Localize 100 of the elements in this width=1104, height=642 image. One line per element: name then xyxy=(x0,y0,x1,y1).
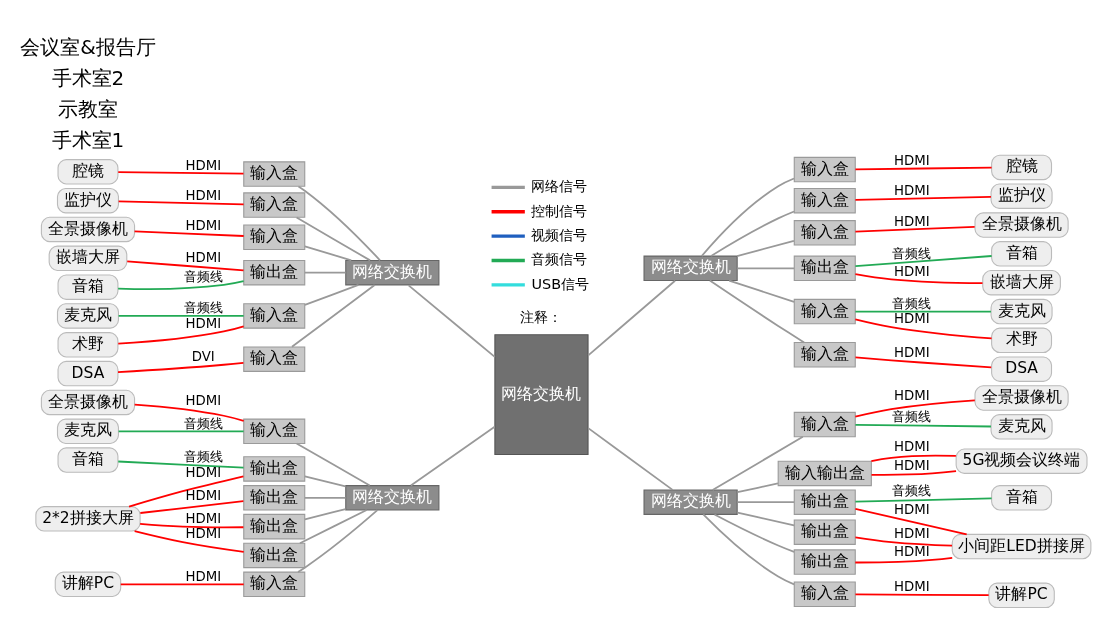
node-box: 输出盒 xyxy=(243,513,306,539)
node-box: 输入盒 xyxy=(243,345,306,372)
connector xyxy=(117,279,245,290)
node-box: 输入盒 xyxy=(793,581,856,607)
connector xyxy=(713,513,795,553)
edge-label: HDMI xyxy=(185,249,222,265)
connector xyxy=(870,454,957,462)
node-box: 输出盒 xyxy=(793,518,856,545)
connector xyxy=(854,272,984,284)
label: 手术室2 xyxy=(51,65,125,90)
node-box: 讲解PC xyxy=(54,571,122,597)
connector xyxy=(728,279,795,303)
node-box: 输出盒 xyxy=(243,542,306,568)
connector xyxy=(295,442,371,486)
edge-label: HDMI xyxy=(893,310,930,326)
connector xyxy=(854,556,954,563)
node-box: 网络交换机 xyxy=(643,488,738,515)
edge-label: HDMI xyxy=(185,464,222,480)
node-box: 全景摄像机 xyxy=(40,389,136,415)
connector xyxy=(870,469,957,476)
edge-label: 音频线 xyxy=(892,295,932,311)
connector xyxy=(117,429,245,432)
connector xyxy=(854,497,993,502)
node-box: 麦克风 xyxy=(990,413,1053,440)
edge-label: HDMI xyxy=(893,213,930,229)
label: 会议室&报告厅 xyxy=(20,34,156,59)
node-box: DSA xyxy=(991,355,1053,382)
node-box: 麦克风 xyxy=(990,298,1053,324)
node-box: 输入盒 xyxy=(243,191,306,218)
legend-label: USB信号 xyxy=(531,275,590,292)
node-box: 网络交换机 xyxy=(643,255,738,281)
edge-label: HDMI xyxy=(893,438,930,454)
connector xyxy=(117,460,245,468)
node-box: 输出盒 xyxy=(793,488,856,515)
node-box: 术野 xyxy=(991,327,1053,353)
label: 示教室 xyxy=(57,96,118,121)
node-box: 输出盒 xyxy=(793,548,856,575)
edge-label: 音频线 xyxy=(892,245,932,261)
edge-label: 音频线 xyxy=(892,408,932,424)
connector xyxy=(117,361,245,373)
connector xyxy=(736,482,779,493)
edge-label: 音频线 xyxy=(892,482,932,498)
node-box: 输出盒 xyxy=(243,484,306,511)
node-box: 腔镜 xyxy=(57,158,119,185)
edge-label: HDMI xyxy=(893,263,930,279)
connector xyxy=(854,195,992,201)
node-box: 输入盒 xyxy=(793,298,856,324)
edge-label: HDMI xyxy=(893,387,930,403)
connector xyxy=(304,271,347,274)
node-box: 全景摄像机 xyxy=(40,216,136,242)
connector xyxy=(710,210,795,257)
node-box: 输入输出盒 xyxy=(777,460,872,486)
connector xyxy=(304,283,360,306)
edge-label: HDMI xyxy=(185,487,222,503)
node-box: 嵌墙大屏 xyxy=(48,245,128,271)
node-box: 输入盒 xyxy=(793,156,856,182)
node-box: 麦克风 xyxy=(56,418,120,444)
connector xyxy=(410,425,496,486)
node-box: 输出盒 xyxy=(793,255,856,281)
connector xyxy=(854,225,976,232)
node-box: 音箱 xyxy=(991,240,1053,267)
connector xyxy=(854,166,993,170)
connector xyxy=(736,266,795,269)
connector xyxy=(117,199,245,205)
connector xyxy=(711,435,804,491)
connector xyxy=(304,507,347,520)
connector xyxy=(117,324,245,345)
connector xyxy=(736,239,795,257)
edge-label: 音频线 xyxy=(183,415,223,430)
edge-label: HDMI xyxy=(893,501,930,517)
connector xyxy=(702,513,795,585)
edge-label: HDMI xyxy=(893,543,930,559)
node-box: 麦克风 xyxy=(56,302,120,329)
node-box: 5G视频会议终端 xyxy=(955,447,1088,474)
connector xyxy=(117,170,245,175)
edge-label: HDMI xyxy=(893,457,930,473)
node-box: 腔镜 xyxy=(991,154,1053,180)
node-box: 监护仪 xyxy=(56,187,120,213)
node-box: 2*2拼接大屏 xyxy=(35,505,141,532)
edge-label: HDMI xyxy=(185,392,222,408)
connector xyxy=(128,474,245,507)
label: 手术室1 xyxy=(51,127,125,152)
node-box: 全景摄像机 xyxy=(974,384,1069,411)
node-box: 小间距LED拼接屏 xyxy=(951,533,1092,559)
legend-label: 视频信号 xyxy=(531,226,588,243)
connector xyxy=(854,507,968,535)
node-box: 输入盒 xyxy=(793,219,856,246)
connector xyxy=(854,310,992,312)
connector xyxy=(854,254,993,267)
edge-label: HDMI xyxy=(185,510,222,526)
edge-label: HDMI xyxy=(185,187,222,203)
node-box: 输入盒 xyxy=(793,341,856,367)
connector xyxy=(304,244,353,261)
connector xyxy=(119,582,245,585)
label: 注释： xyxy=(520,308,563,325)
connector xyxy=(854,423,992,427)
edge-label: HDMI xyxy=(893,182,930,198)
edge-label: 音频线 xyxy=(183,268,223,284)
edge-label: HDMI xyxy=(185,525,222,541)
node-box: 术野 xyxy=(57,331,119,358)
